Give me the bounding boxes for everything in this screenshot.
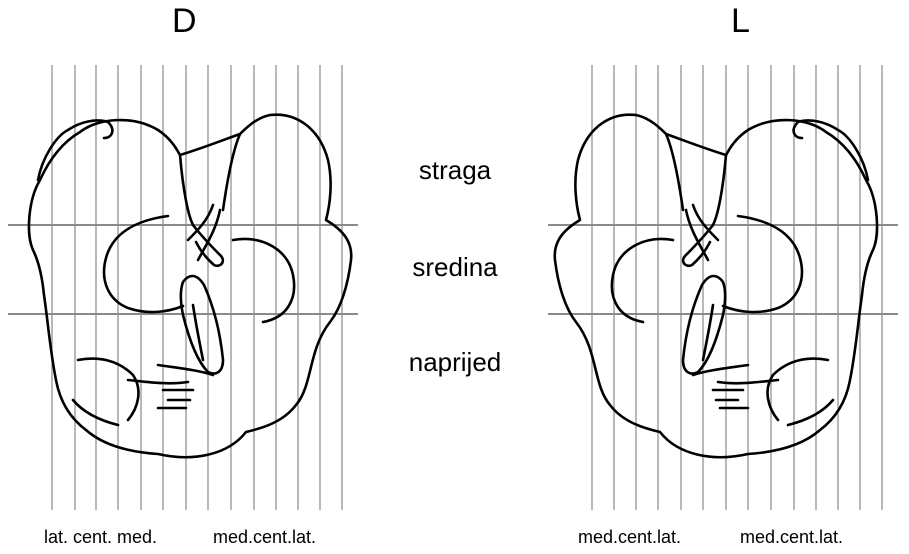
left-knee-diagram	[548, 60, 898, 510]
right-knee-svg	[8, 60, 358, 510]
bottom-label-med-cent-lat-1: med.cent.lat.	[213, 528, 316, 546]
region-back-label: straga	[380, 157, 530, 183]
grid-lines	[8, 65, 358, 510]
bottom-label-lat-cent-med: lat. cent. med.	[44, 528, 157, 546]
tibial-plateau-outline	[555, 115, 877, 458]
left-knee-svg	[548, 60, 898, 510]
right-side-label: D	[172, 4, 197, 38]
bottom-label-med-cent-lat-2: med.cent.lat.	[578, 528, 681, 546]
grid-lines	[548, 65, 898, 510]
region-middle-label: sredina	[380, 254, 530, 280]
left-side-label: L	[731, 4, 750, 38]
bottom-label-med-cent-lat-3: med.cent.lat.	[740, 528, 843, 546]
right-knee-diagram	[8, 60, 358, 510]
tibial-plateau-outline	[29, 115, 351, 458]
region-front-label: naprijed	[380, 349, 530, 375]
